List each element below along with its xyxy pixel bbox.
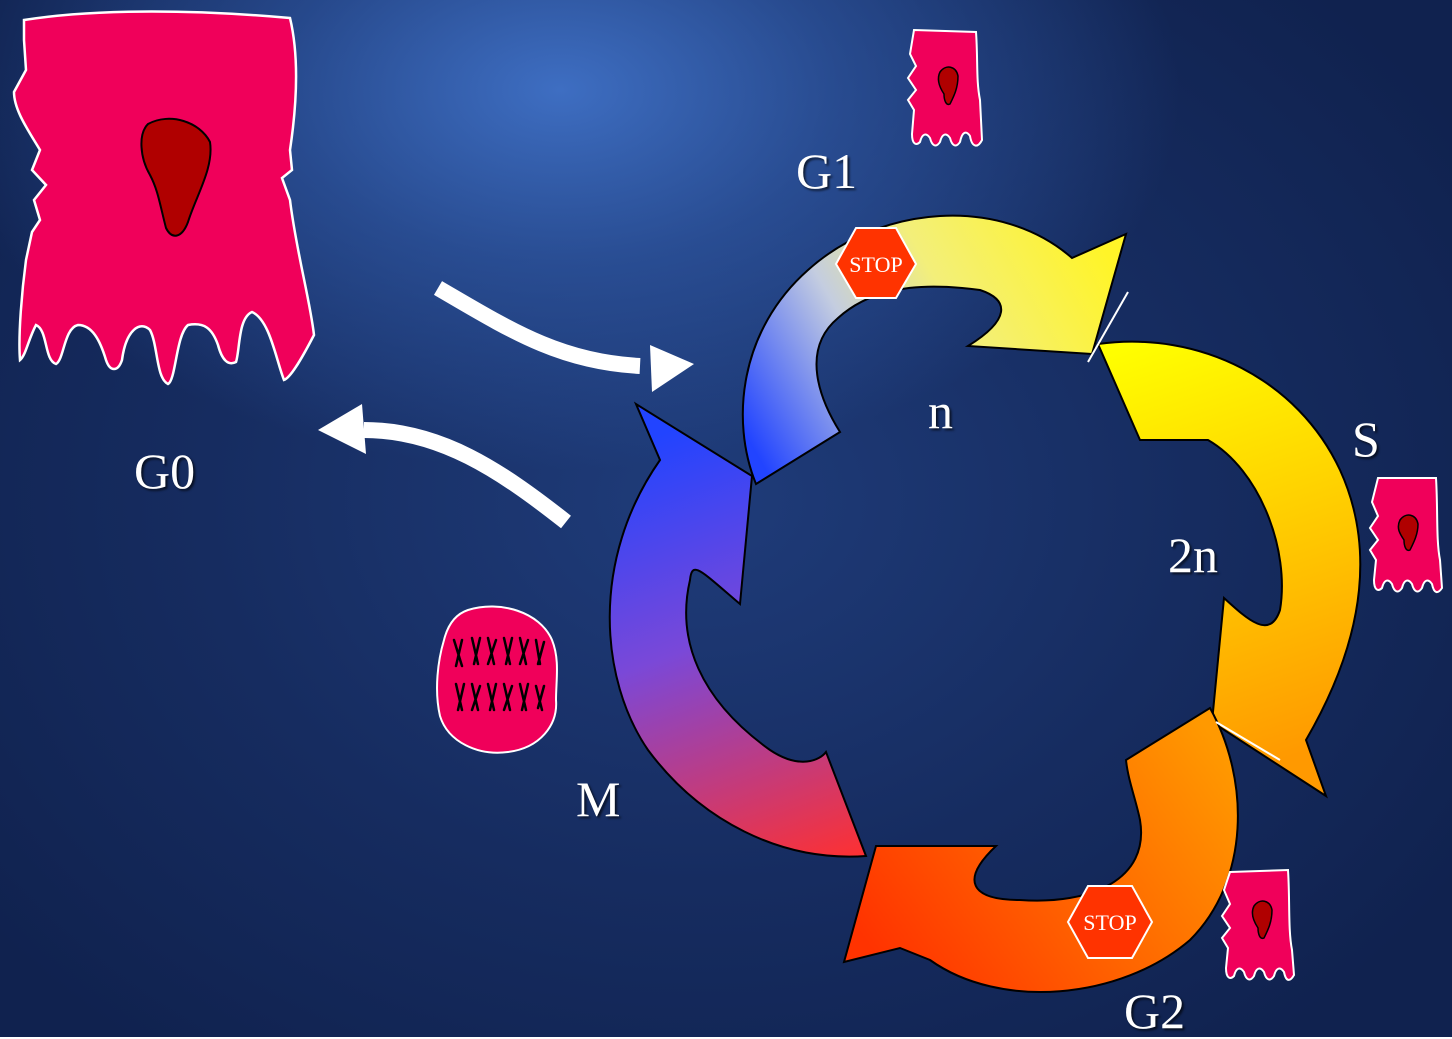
label-2n: 2n	[1168, 527, 1218, 583]
exit-to-g0-arrow	[363, 422, 571, 529]
arrow-g2-phase	[842, 706, 1239, 993]
g1-checkpoint: STOP	[834, 227, 918, 299]
label-g0: G0	[134, 443, 196, 499]
mitotic-cell	[436, 605, 558, 754]
transition-arrows	[318, 281, 694, 529]
label-g1: G1	[796, 143, 858, 199]
g2-nucleus	[1251, 900, 1273, 940]
g0-to-g1-arrowhead	[650, 345, 694, 392]
g2-stop-text: STOP	[1083, 910, 1136, 935]
g0-to-g1-arrow	[433, 281, 641, 374]
s-cell-icon	[1368, 477, 1444, 594]
g1-nucleus	[937, 66, 959, 106]
s-g2-boundary	[1215, 721, 1281, 761]
g0-cell	[12, 10, 316, 386]
mitotic-cell-body	[436, 605, 558, 754]
g2-checkpoint: STOP	[1066, 885, 1154, 959]
arrow-g1-phase	[741, 214, 1128, 486]
arrow-m-phase	[608, 401, 868, 858]
g1-stop-sign-icon	[834, 227, 918, 299]
label-s: S	[1352, 411, 1380, 467]
label-n: n	[928, 383, 953, 439]
s-nucleus	[1397, 514, 1419, 552]
g0-nucleus	[140, 117, 212, 237]
chromosomes	[452, 636, 546, 712]
g1-stop-text: STOP	[849, 252, 902, 277]
arrow-s-phase	[1096, 340, 1362, 799]
g2-cell-icon	[1220, 868, 1296, 981]
label-m: M	[576, 771, 621, 827]
g1-s-boundary	[1087, 291, 1129, 363]
label-g2: G2	[1124, 983, 1186, 1039]
g1-cell-icon	[906, 28, 984, 147]
g2-stop-sign-icon	[1066, 885, 1154, 959]
exit-to-g0-arrowhead	[318, 404, 366, 454]
